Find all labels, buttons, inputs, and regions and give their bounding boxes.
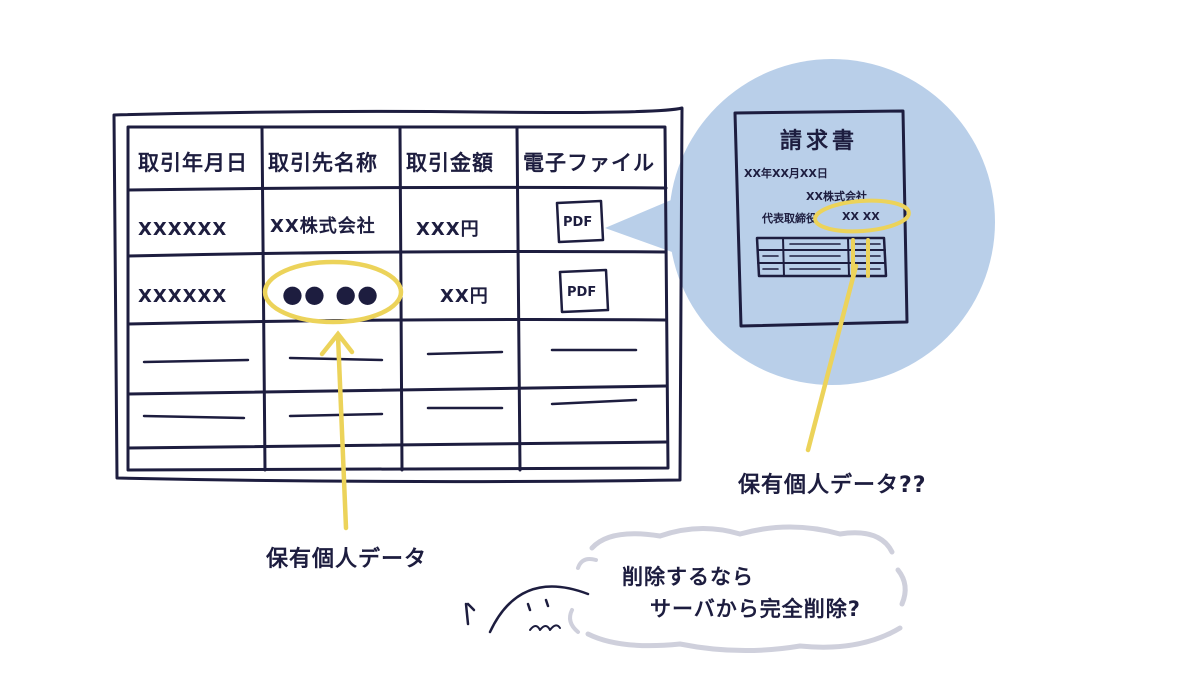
invoice-representative-label: 代表取締役 — [761, 211, 817, 225]
invoice-line-table — [755, 236, 888, 278]
row2-pdf-label: PDF — [567, 285, 596, 300]
header-transaction-date: 取引年月日 — [138, 151, 248, 175]
thought-line-1: 削除するなら — [622, 565, 754, 589]
header-client-name: 取引先名称 — [268, 151, 378, 175]
row2-date: XXXXXX — [138, 286, 227, 307]
row2-amount: XX円 — [440, 286, 489, 307]
invoice-name-highlight — [813, 198, 911, 234]
header-amount: 取引金額 — [406, 151, 494, 175]
thinking-face-doodle — [464, 585, 590, 634]
invoice-document: 請求書 XX年XX月XX日 XX株式会社 代表取締役 XX XX — [733, 109, 911, 328]
row1-date: XXXXXX — [138, 219, 227, 240]
table-personal-data-caption: 保有個人データ — [265, 546, 427, 572]
invoice-title: 請求書 — [780, 128, 858, 154]
speech-bubble — [605, 59, 995, 385]
invoice-pointer-line — [805, 263, 859, 453]
transaction-table: 取引年月日 取引先名称 取引金額 電子ファイル XXXXXX XX株式会社 XX… — [112, 106, 684, 484]
invoice-date: XX年XX月XX日 — [744, 166, 828, 180]
row1-pdf-label: PDF — [563, 215, 592, 230]
row1-client: XX株式会社 — [270, 215, 376, 237]
row2-client-redacted: ●● ●● — [282, 280, 379, 308]
row1-pdf-file-icon[interactable]: PDF — [555, 199, 605, 244]
invoice-company: XX株式会社 — [806, 189, 867, 203]
client-name-highlight — [262, 259, 404, 325]
thought-line-2: サーバから完全削除? — [650, 597, 861, 621]
row1-amount: XXX円 — [416, 219, 480, 240]
invoice-personal-data-caption: 保有個人データ?? — [737, 472, 927, 498]
row2-pdf-file-icon[interactable]: PDF — [558, 268, 610, 314]
invoice-representative-name: XX XX — [842, 210, 880, 223]
header-electronic-file: 電子ファイル — [523, 151, 655, 175]
thought-cloud — [568, 524, 908, 654]
table-pointer-arrow — [319, 330, 355, 531]
